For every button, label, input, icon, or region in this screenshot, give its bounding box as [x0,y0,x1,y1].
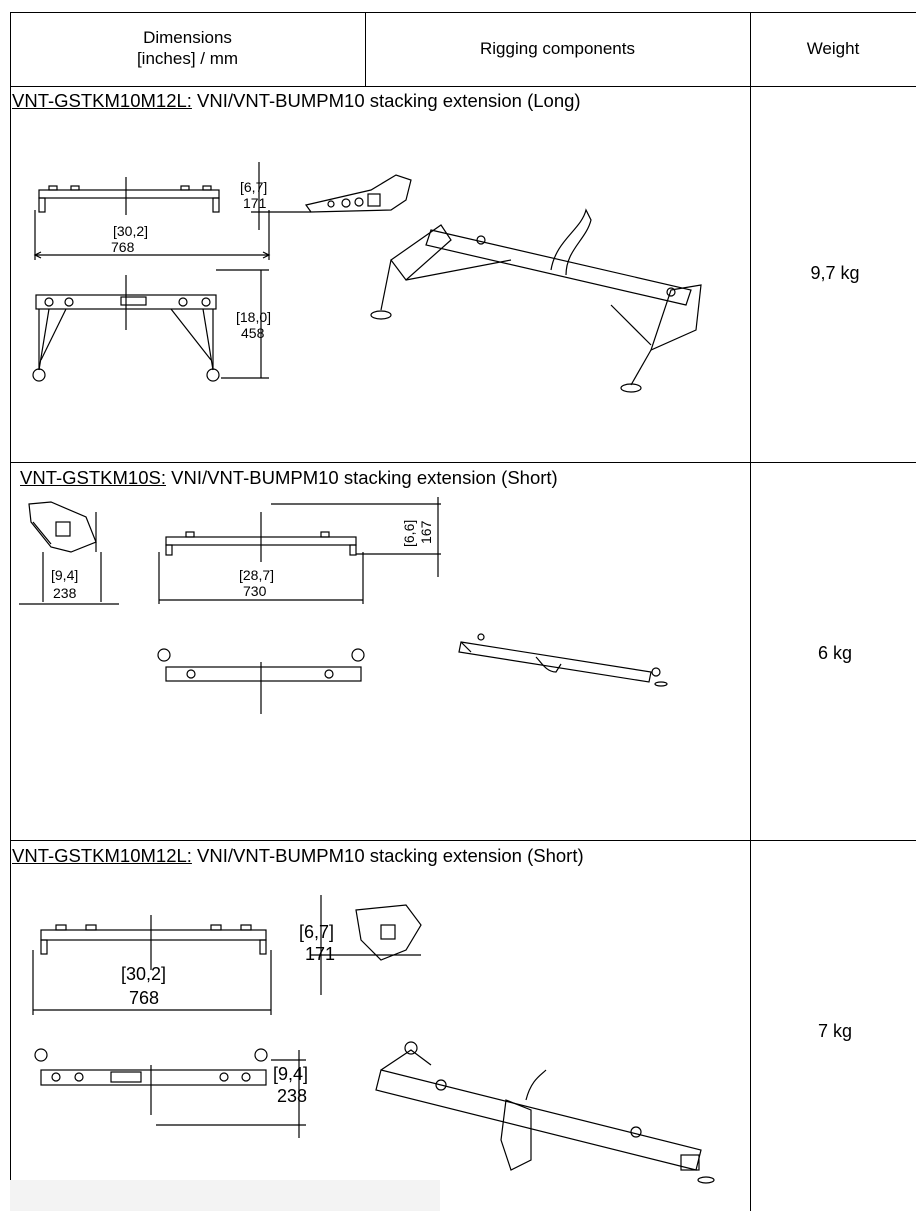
table-border-left [10,12,11,1211]
row2-side-plate [19,501,119,605]
header-rigging: Rigging components [480,39,635,58]
row1-description: VNI/VNT-BUMPM10 stacking extension (Long… [191,90,581,111]
row1-part-code: VNT-GSTKM10M12L: [12,90,192,111]
row2-description: VNI/VNT-BUMPM10 stacking extension (Shor… [165,467,558,488]
row3-dim-b-mm: 171 [305,944,335,964]
row3-drawing: [30,2] 768 [6,7] 171 [9,4] 238 [32,895,715,1184]
header-dimensions: Dimensions [inches] / mm [10,27,365,69]
row2-dim-b-mm: 730 [243,583,267,599]
row1-dim-b-in: [6,7] [240,179,267,195]
row1-isometric-view [370,208,702,393]
row1-dim-c-in: [18,0] [236,309,271,325]
row2-dim-a-mm: 238 [53,585,77,601]
row1-dim-a-mm: 768 [111,239,135,255]
row1-title: VNT-GSTKM10M12L: VNI/VNT-BUMPM10 stackin… [12,90,581,112]
header-weight: Weight [806,39,860,58]
row3-dim-c-mm: 238 [277,1086,307,1106]
row1-dim-c-mm: 458 [241,325,265,341]
row3-front-view [34,1048,306,1138]
row3-isometric-view [375,1041,715,1184]
row2-front-view [157,648,365,714]
row1-dim-b-mm: 171 [243,195,267,211]
row2-weight: 6 kg [817,643,853,663]
header-bottom-rule [10,86,916,87]
row3-dim-a-in: [30,2] [121,964,166,984]
row1-drawing: [30,2] 768 [6,7] 171 [18,0 [32,162,702,393]
row1-dim-a-in: [30,2] [113,223,148,239]
row2-isometric-view [458,633,668,687]
row3-title: VNT-GSTKM10M12L: VNI/VNT-BUMPM10 stackin… [12,845,584,867]
row3-weight: 7 kg [817,1021,853,1041]
row1-side-plate [251,162,412,230]
weight-column-divider [750,12,751,1211]
row3-part-code: VNT-GSTKM10M12L: [12,845,192,866]
row2-drawing: [9,4] 238 [28,7] 730 [6,6] 167 [19,497,668,714]
row2-dim-c-mm: 167 [418,520,434,544]
row2-dim-c-in: [6,6] [401,520,417,547]
row2-bottom-rule [10,840,916,841]
row3-dim-b-in: [6,7] [299,922,334,942]
row3-dim-c-in: [9,4] [273,1064,308,1084]
row2-dim-a-in: [9,4] [51,567,78,583]
header-dimensions-line1: Dimensions [143,28,232,47]
row3-top-view [32,915,272,1015]
row1-top-view [33,177,271,260]
header-divider [365,12,366,86]
row1-bottom-rule [10,462,916,463]
table-border-top [10,12,916,13]
header-dimensions-line2: [inches] / mm [136,49,239,68]
row1-weight: 9,7 kg [810,263,860,283]
row1-front-view [32,269,269,382]
row3-dim-a-mm: 768 [129,988,159,1008]
page-bottom-shade [10,1180,440,1211]
row3-side-plate [311,895,422,995]
row2-top-view [158,497,441,604]
row2-dim-b-in: [28,7] [239,567,274,583]
row2-title: VNT-GSTKM10S: VNI/VNT-BUMPM10 stacking e… [20,467,558,489]
row2-part-code: VNT-GSTKM10S: [20,467,166,488]
row3-description: VNI/VNT-BUMPM10 stacking extension (Shor… [191,845,584,866]
